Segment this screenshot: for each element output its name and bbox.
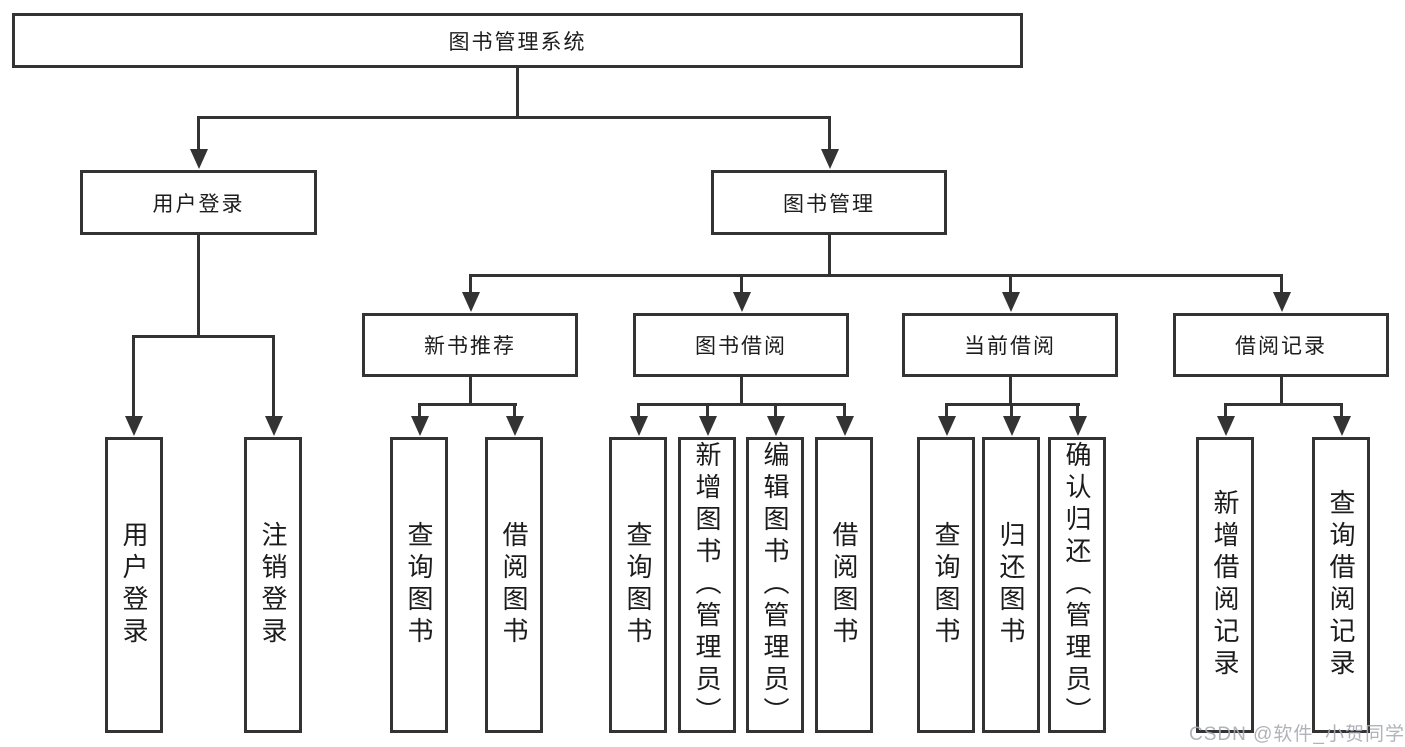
connector-arrow — [828, 116, 831, 150]
leaf-query-book-3: 查询图书 — [917, 437, 975, 733]
connector-arrow — [197, 116, 200, 150]
connector-line — [132, 335, 275, 338]
connector-line — [197, 235, 200, 338]
leaf-query-book-1: 查询图书 — [390, 437, 448, 733]
leaf-add-book-admin: 新增图书（管理员） — [678, 437, 736, 733]
watermark: CSDN @软件_小贺同学 — [1189, 724, 1405, 745]
connector-arrow — [1010, 403, 1013, 417]
connector-arrow — [272, 335, 275, 417]
node-book-borrow: 图书借阅 — [633, 313, 849, 377]
leaf-add-borrow-record: 新增借阅记录 — [1196, 437, 1254, 733]
connector-line — [637, 403, 846, 406]
connector-arrow — [1076, 403, 1079, 417]
connector-arrow — [1224, 403, 1227, 417]
connector-line — [1009, 377, 1012, 406]
leaf-borrow-book-2: 借阅图书 — [815, 437, 873, 733]
leaf-return-book: 归还图书 — [982, 437, 1040, 733]
leaf-edit-book-admin: 编辑图书（管理员） — [746, 437, 804, 733]
connector-arrow — [513, 403, 516, 417]
connector-line — [740, 377, 743, 406]
node-current-borrow: 当前借阅 — [902, 313, 1118, 377]
connector-line — [469, 377, 472, 406]
connector-arrow — [132, 335, 135, 417]
connector-arrow — [843, 403, 846, 417]
connector-arrow — [469, 274, 472, 293]
connector-arrow — [418, 403, 421, 417]
leaf-logout: 注销登录 — [244, 437, 302, 733]
node-root: 图书管理系统 — [12, 13, 1023, 68]
connector-arrow — [1280, 274, 1283, 293]
node-book-management: 图书管理 — [711, 170, 947, 235]
leaf-borrow-book-1: 借阅图书 — [485, 437, 543, 733]
connector-line — [469, 274, 1283, 277]
connector-arrow — [1340, 403, 1343, 417]
connector-arrow — [637, 403, 640, 417]
connector-line — [1224, 403, 1343, 406]
connector-line — [418, 403, 517, 406]
connector-line — [516, 68, 519, 119]
leaf-query-book-2: 查询图书 — [609, 437, 667, 733]
connector-line — [1280, 377, 1283, 406]
node-borrow-record: 借阅记录 — [1173, 313, 1389, 377]
connector-line — [197, 116, 831, 119]
leaf-user-login: 用户登录 — [105, 437, 163, 733]
connector-arrow — [774, 403, 777, 417]
node-new-book-recommend: 新书推荐 — [362, 313, 578, 377]
connector-arrow — [740, 274, 743, 293]
connector-arrow — [945, 403, 948, 417]
connector-arrow — [1009, 274, 1012, 293]
connector-arrow — [706, 403, 709, 417]
leaf-query-borrow-record: 查询借阅记录 — [1312, 437, 1370, 733]
leaf-confirm-return-admin: 确认归还（管理员） — [1048, 437, 1106, 733]
connector-line — [828, 235, 831, 277]
node-user-login: 用户登录 — [80, 170, 317, 235]
